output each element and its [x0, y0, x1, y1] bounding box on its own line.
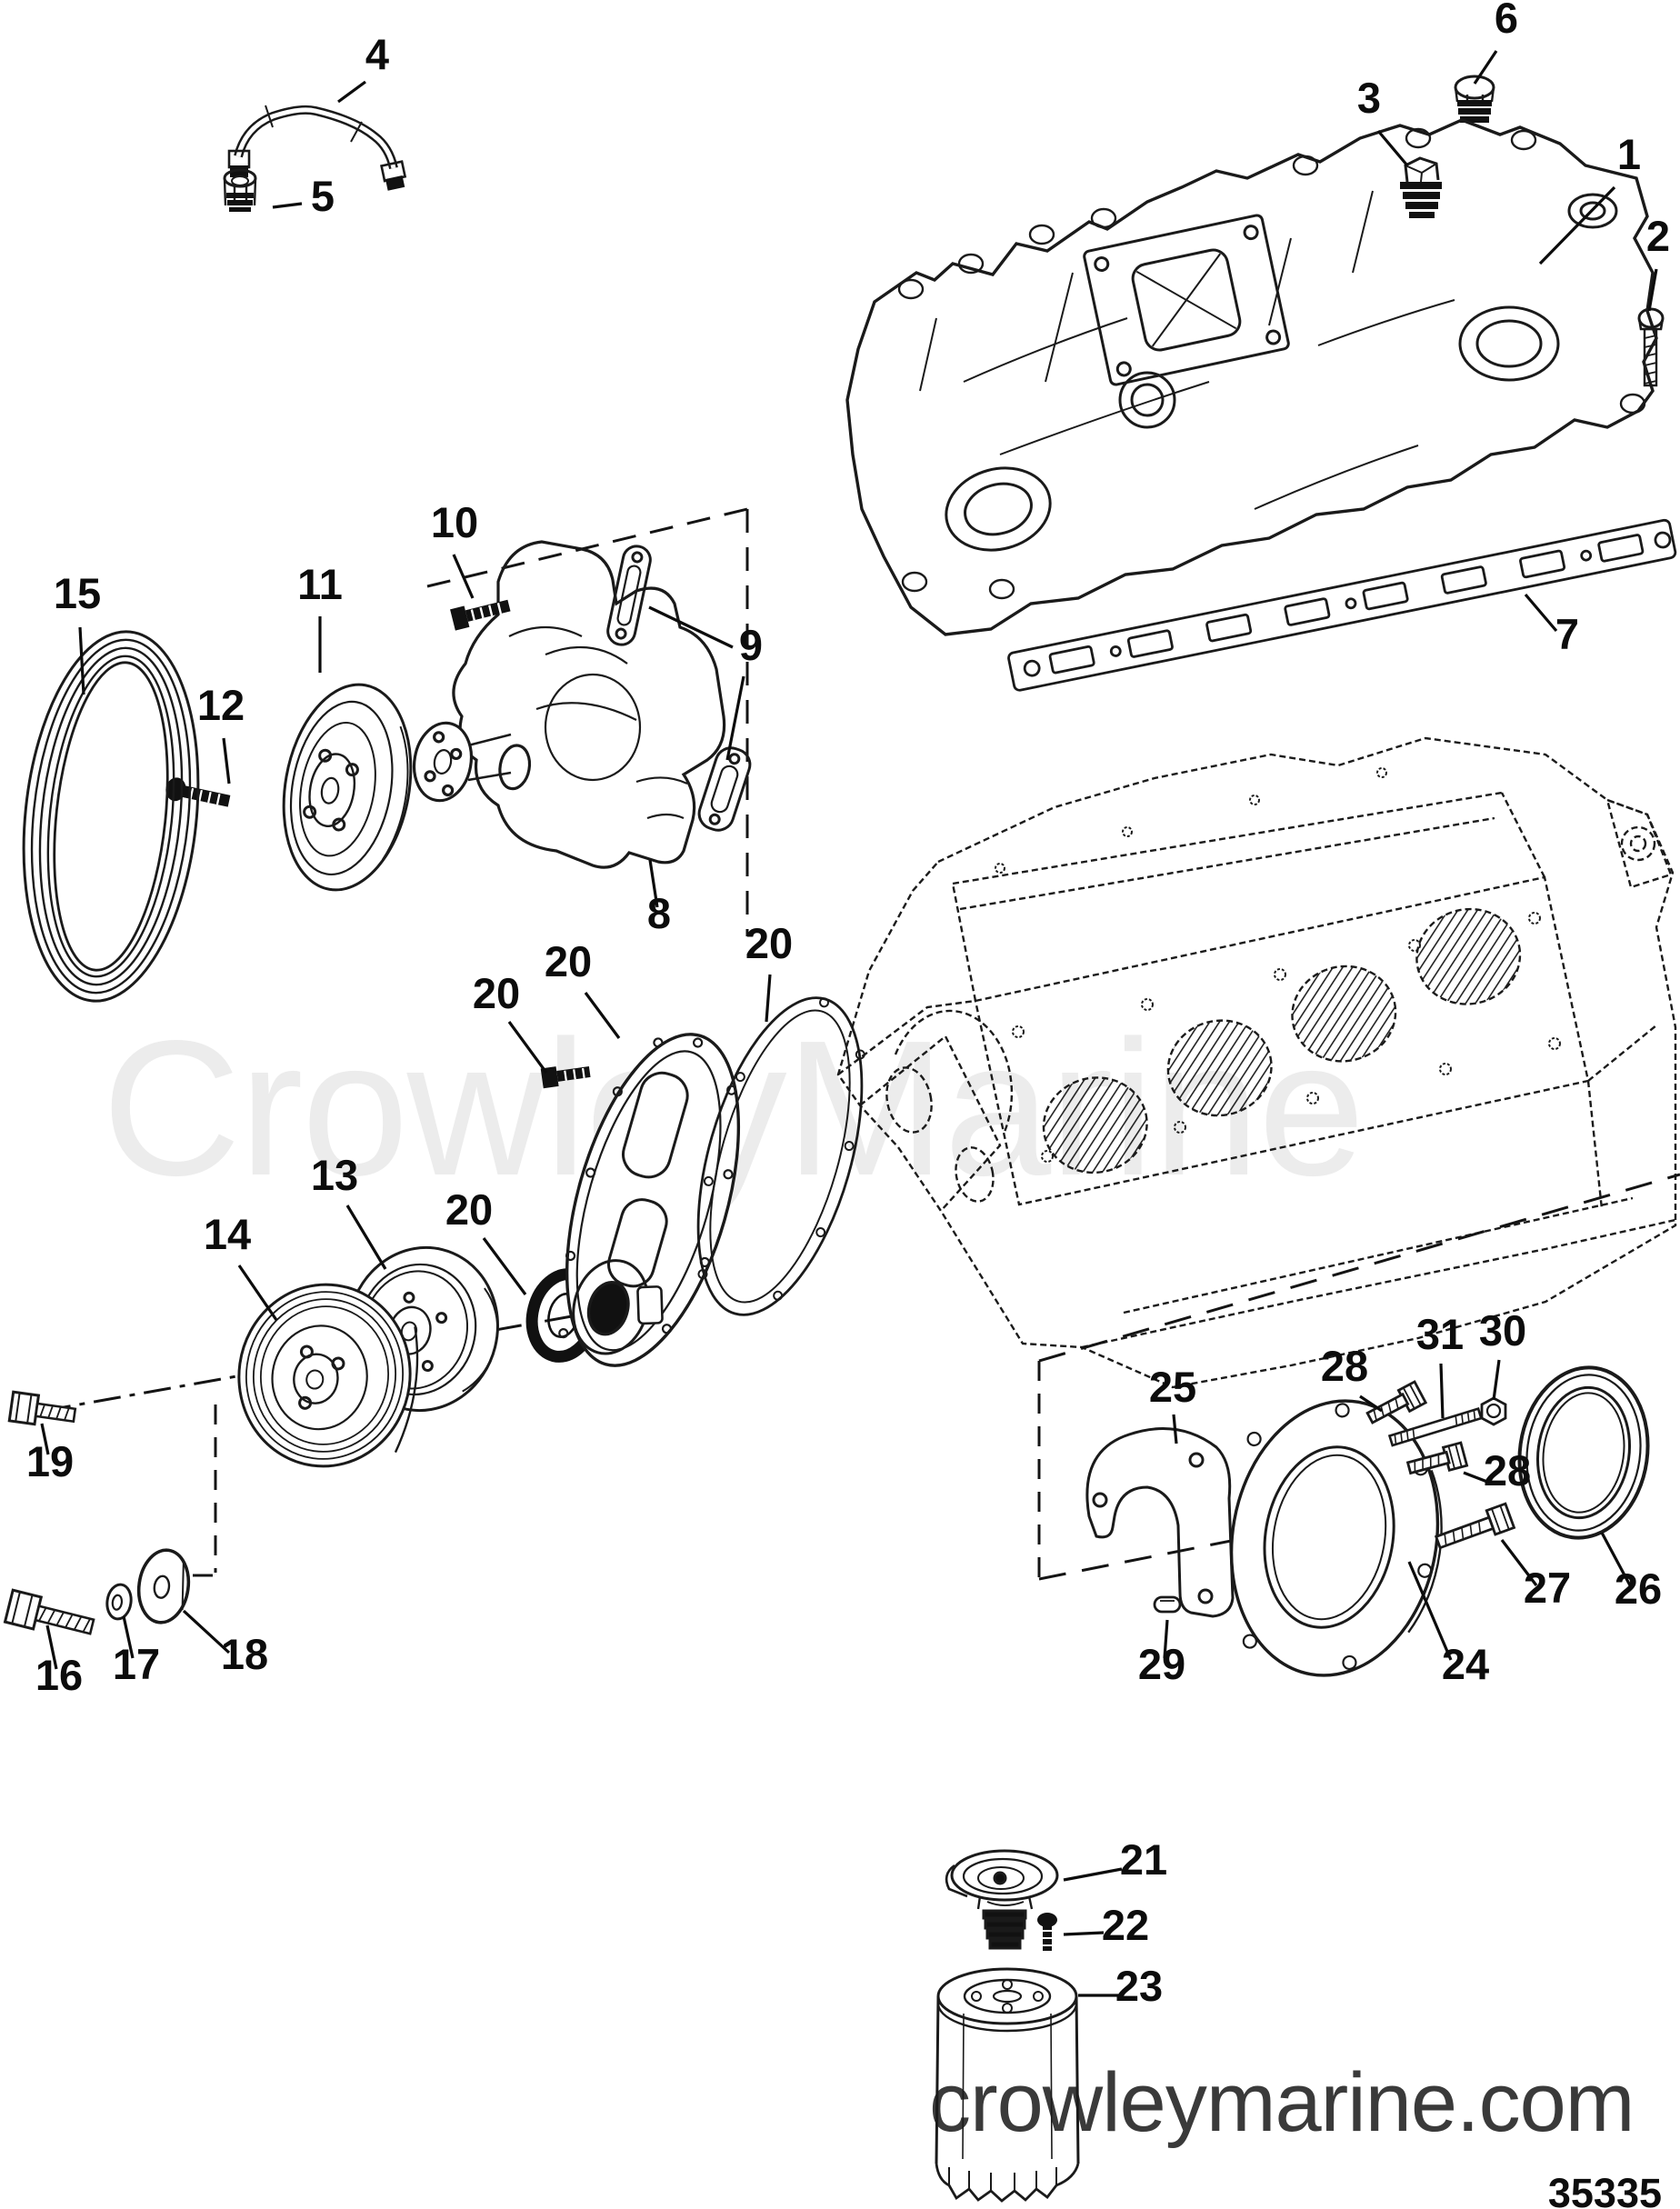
engine-block-drawing [836, 736, 1677, 1389]
callout-5: 5 [311, 172, 335, 220]
callout-28-lower: 28 [1484, 1446, 1531, 1494]
callout-14: 14 [204, 1210, 251, 1258]
callout-22: 22 [1102, 1901, 1149, 1949]
pump-bolt-drawing [450, 599, 511, 631]
callout-4: 4 [365, 30, 389, 78]
pipe-plug-drawing [1400, 156, 1442, 218]
drawing-number: 35335 [1548, 2170, 1662, 2209]
nut-30-drawing [1480, 1396, 1507, 1426]
callout-2: 2 [1646, 212, 1670, 260]
manifold-gasket-drawing [1007, 518, 1677, 692]
retainer-bolt-28-lower-drawing [1405, 1441, 1469, 1475]
footer-url-text: crowleymarine.com [929, 2056, 1634, 2149]
pulley-bolt-19-drawing [7, 1390, 77, 1426]
callout-20-seal: 20 [445, 1185, 493, 1234]
callout-20-gasket: 20 [745, 919, 793, 967]
callout-24: 24 [1442, 1640, 1489, 1688]
callout-25: 25 [1149, 1363, 1196, 1411]
callout-28-upper: 28 [1321, 1342, 1368, 1390]
callout-12: 12 [197, 681, 245, 729]
balancer-washer-small-drawing [105, 1583, 133, 1621]
drive-belt-drawing [22, 630, 200, 1003]
callout-9: 9 [739, 621, 763, 669]
thermostat-screw-drawing [1037, 1913, 1057, 1951]
manifold-bolt-drawing [1637, 307, 1665, 387]
callout-29: 29 [1138, 1640, 1185, 1688]
plug-29-drawing [1153, 1595, 1182, 1614]
callout-11: 11 [297, 560, 343, 608]
retainer-bolt-28-upper-drawing [1365, 1380, 1428, 1424]
callout-13: 13 [311, 1151, 358, 1199]
callout-20-bolt: 20 [473, 969, 520, 1017]
callout-labels: 4 5 6 3 1 2 7 10 11 12 15 9 8 20 20 20 2… [26, 0, 1670, 2010]
callout-20-cover: 20 [545, 937, 592, 985]
retainer-gasket-drawing [1085, 1427, 1235, 1618]
callout-23: 23 [1115, 1962, 1163, 2010]
oil-filter-drawing [935, 1967, 1080, 2203]
callout-15: 15 [54, 569, 101, 617]
callout-7: 7 [1555, 610, 1579, 658]
pump-gasket-lower-drawing [697, 746, 752, 832]
leader-lines [40, 50, 1658, 1997]
callout-16: 16 [35, 1651, 83, 1699]
callout-10: 10 [431, 498, 478, 546]
water-pump-drawing [412, 540, 726, 869]
callout-8: 8 [647, 889, 671, 937]
intake-manifold-drawing [845, 118, 1658, 636]
water-pump-pulley-drawing [282, 683, 413, 892]
pump-gasket-upper-drawing [606, 545, 652, 646]
hex-plug-drawing [1454, 75, 1495, 123]
callout-31: 31 [1416, 1310, 1464, 1358]
balancer-bolt-drawing [3, 1588, 95, 1635]
harmonic-balancer-drawing [237, 1283, 419, 1468]
callout-27: 27 [1524, 1564, 1571, 1612]
water-tube-drawing [227, 105, 407, 191]
stud-31-drawing [1387, 1407, 1483, 1447]
callout-18: 18 [221, 1630, 268, 1678]
callout-26: 26 [1615, 1564, 1662, 1613]
callout-3: 3 [1357, 74, 1381, 122]
retainer-bolt-27-drawing [1434, 1502, 1516, 1550]
callout-21: 21 [1120, 1835, 1167, 1884]
callout-30: 30 [1479, 1306, 1526, 1354]
timing-cover-gasket-drawing [696, 996, 865, 1316]
rear-main-seal-drawing [1517, 1365, 1650, 1540]
callout-19: 19 [26, 1437, 74, 1485]
thermostat-drawing [945, 1849, 1059, 1950]
balancer-washer-large-drawing [136, 1548, 191, 1624]
callout-6: 6 [1495, 0, 1518, 42]
timing-cover-drawing [558, 1033, 741, 1367]
callout-17: 17 [113, 1640, 160, 1688]
tube-fitting-drawing [223, 168, 257, 212]
callout-1: 1 [1617, 130, 1641, 178]
